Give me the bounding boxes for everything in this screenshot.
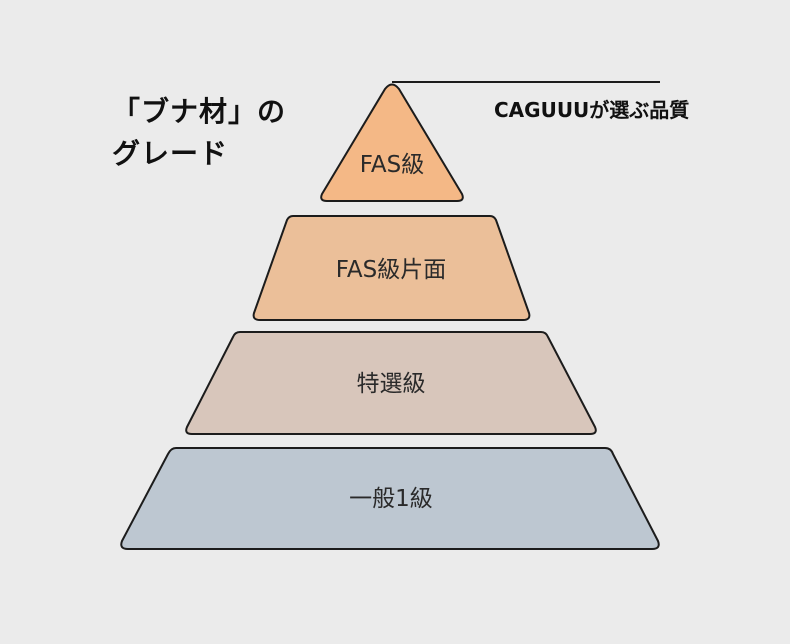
pyramid-tier-fas: FAS級: [320, 83, 464, 202]
pyramid-tier-select-label: 特選級: [357, 371, 426, 397]
pyramid-tier-select: 特選級: [185, 331, 597, 435]
pyramid-tier-fas-one-face: FAS級片面: [252, 215, 531, 321]
diagram-title-line-1: 「ブナ材」の: [112, 95, 287, 128]
pyramid-tier-fas-label: FAS級: [360, 152, 424, 178]
pyramid-tier-fas-one-face-label: FAS級片面: [336, 257, 446, 283]
pyramid-tier-fas-one-face-shape: [252, 215, 531, 321]
diagram-title-line-2: グレード: [112, 137, 229, 170]
pyramid-tier-common-1-shape: [120, 447, 660, 550]
caguuu-quality-annotation: CAGUUUが選ぶ品質: [494, 98, 690, 122]
pyramid-tier-common-1-label: 一般1級: [349, 486, 433, 512]
pyramid-tier-fas-shape: [320, 83, 464, 202]
pyramid-tier-common-1: 一般1級: [120, 447, 660, 550]
pyramid-tier-select-shape: [185, 331, 597, 435]
diagram-title: 「ブナ材」の グレード: [112, 91, 302, 175]
